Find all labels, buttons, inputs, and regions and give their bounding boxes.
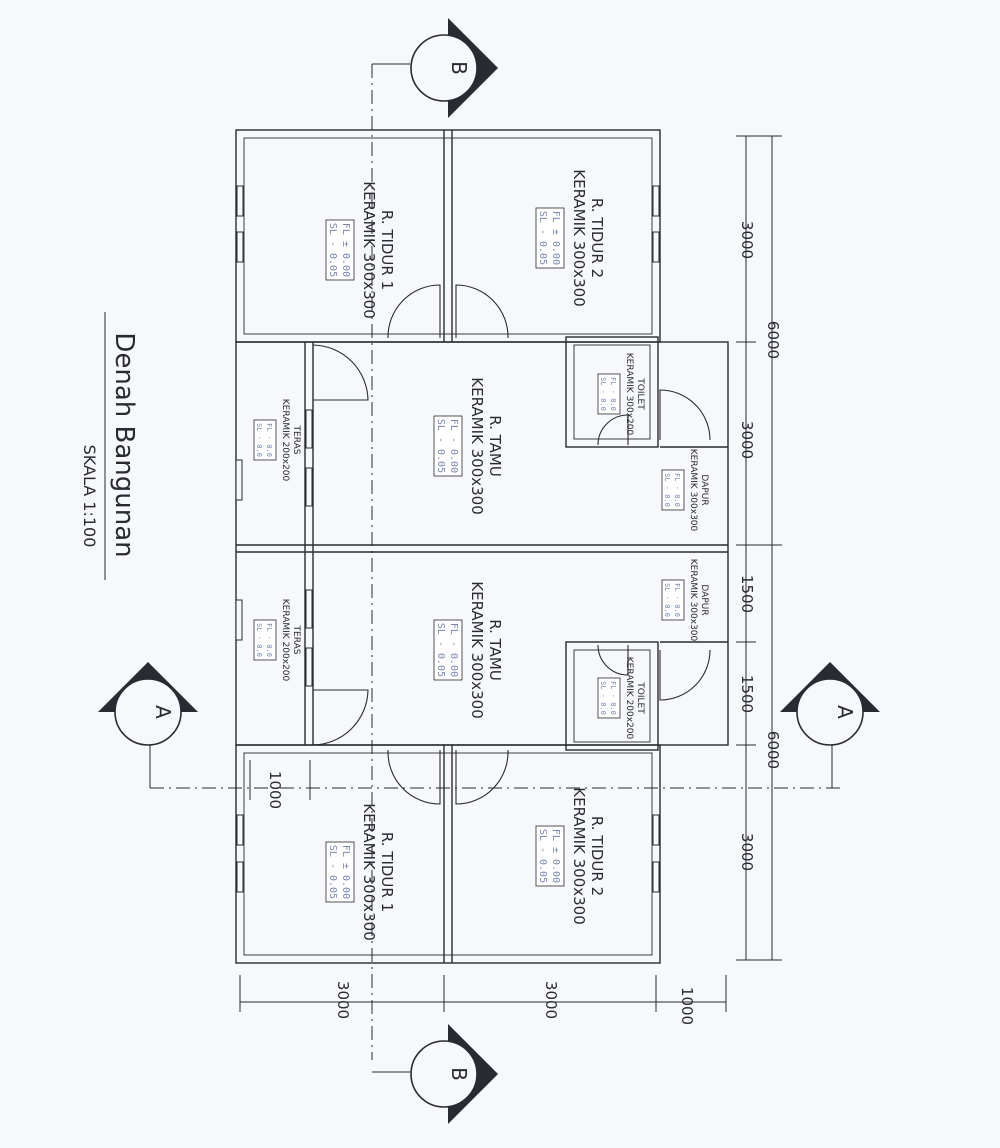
svg-text:SL - 0.05: SL - 0.05 (327, 845, 338, 899)
svg-text:A: A (833, 705, 857, 719)
room-teras-upper: TERAS KERAMIK 200x200 FL - 0.0 SL - 0.0 (253, 399, 301, 482)
room-toilet-lower: TOILET KERAMIK 200x200 FL - 0.0 SL - 0.0 (597, 657, 645, 740)
dim-right-mid-upper: 3000 (738, 421, 756, 459)
dim-bottom-left: 3000 (334, 981, 352, 1019)
section-mark-b-top: B (410, 18, 498, 118)
svg-text:R. TAMU: R. TAMU (486, 619, 504, 681)
svg-text:R. TAMU: R. TAMU (486, 415, 504, 477)
walls (235, 129, 729, 964)
svg-text:TERAS: TERAS (291, 625, 301, 655)
svg-text:TOILET: TOILET (635, 377, 645, 410)
svg-text:B: B (447, 1067, 471, 1081)
svg-text:KERAMIK 200x200: KERAMIK 200x200 (624, 657, 634, 740)
svg-text:SL - 0.05: SL - 0.05 (537, 829, 548, 883)
svg-text:FL ± 0.00: FL ± 0.00 (550, 829, 561, 883)
svg-text:FL - 0.0: FL - 0.0 (673, 583, 681, 617)
svg-text:KERAMIK 300x300: KERAMIK 300x300 (360, 803, 378, 941)
svg-text:KERAMIK 300x300: KERAMIK 300x300 (360, 181, 378, 319)
room-tidur-2-lower: R. TIDUR 2 KERAMIK 300x300 FL ± 0.00 SL … (535, 787, 606, 925)
svg-text:R. TIDUR 1: R. TIDUR 1 (378, 832, 396, 912)
svg-text:KERAMIK 300x300: KERAMIK 300x300 (570, 787, 588, 925)
svg-text:FL - 0.00: FL - 0.00 (448, 419, 459, 473)
room-tamu-upper: R. TAMU KERAMIK 300x300 FL - 0.00 SL - 0… (433, 377, 504, 515)
svg-text:KERAMIK 300x300: KERAMIK 300x300 (688, 449, 698, 532)
dim-right-total-bottom: 6000 (764, 731, 782, 769)
svg-text:TOILET: TOILET (635, 681, 645, 714)
room-tidur-2-upper: R. TIDUR 2 KERAMIK 300x300 FL ± 0.00 SL … (535, 169, 606, 307)
svg-text:SL - 0.05: SL - 0.05 (537, 211, 548, 265)
dimension-lines (239, 135, 782, 1012)
svg-text:SL - 0.05: SL - 0.05 (327, 223, 338, 277)
room-toilet-upper: TOILET KERAMIK 300x200 FL - 0.0 SL - 0.0 (597, 353, 645, 436)
svg-text:FL - 0.00: FL - 0.00 (448, 623, 459, 677)
svg-text:FL - 0.0: FL - 0.0 (609, 377, 617, 411)
doors (312, 284, 711, 805)
svg-text:R. TIDUR 2: R. TIDUR 2 (588, 198, 606, 278)
svg-text:TERAS: TERAS (291, 425, 301, 455)
svg-text:KERAMIK 300x300: KERAMIK 300x300 (468, 581, 486, 719)
drawing-title: Denah Bangunan SKALA 1:100 (80, 312, 139, 580)
svg-text:FL ± 0.00: FL ± 0.00 (340, 845, 351, 899)
scale-text: SKALA 1:100 (80, 445, 99, 548)
section-mark-a-right: A (780, 662, 880, 746)
svg-text:KERAMIK 300x300: KERAMIK 300x300 (688, 559, 698, 642)
svg-text:B: B (447, 61, 471, 75)
svg-text:SL - 0.0: SL - 0.0 (599, 681, 607, 715)
svg-text:A: A (151, 705, 175, 719)
svg-text:SL - 0.05: SL - 0.05 (435, 419, 446, 473)
dim-right-mid-a: 1500 (738, 575, 756, 613)
title-text: Denah Bangunan (109, 332, 139, 557)
svg-text:KERAMIK 200x200: KERAMIK 200x200 (280, 599, 290, 682)
room-teras-lower: TERAS KERAMIK 200x200 FL - 0.0 SL - 0.0 (253, 599, 301, 682)
section-mark-a-left: A (98, 662, 198, 746)
svg-text:FL - 0.0: FL - 0.0 (265, 423, 273, 457)
svg-text:R. TIDUR 1: R. TIDUR 1 (378, 210, 396, 290)
room-labels: R. TIDUR 1 KERAMIK 300x300 FL ± 0.00 SL … (253, 169, 709, 941)
room-dapur-upper: DAPUR KERAMIK 300x300 FL - 0.0 SL - 0.0 (661, 449, 709, 532)
svg-text:FL ± 0.00: FL ± 0.00 (550, 211, 561, 265)
svg-text:SL - 0.0: SL - 0.0 (663, 473, 671, 507)
dim-bottom-mid: 3000 (542, 981, 560, 1019)
svg-text:KERAMIK 300x300: KERAMIK 300x300 (468, 377, 486, 515)
svg-text:SL - 0.05: SL - 0.05 (435, 623, 446, 677)
svg-text:KERAMIK 300x200: KERAMIK 300x200 (624, 353, 634, 436)
svg-text:DAPUR: DAPUR (699, 584, 709, 615)
room-dapur-lower: DAPUR KERAMIK 300x300 FL - 0.0 SL - 0.0 (661, 559, 709, 642)
svg-text:DAPUR: DAPUR (699, 474, 709, 505)
room-tamu-lower: R. TAMU KERAMIK 300x300 FL - 0.00 SL - 0… (433, 581, 504, 719)
svg-text:FL ± 0.00: FL ± 0.00 (340, 223, 351, 277)
windows (235, 185, 660, 893)
svg-text:FL - 0.0: FL - 0.0 (673, 473, 681, 507)
svg-text:KERAMIK 300x300: KERAMIK 300x300 (570, 169, 588, 307)
dim-right-top: 3000 (738, 221, 756, 259)
room-tidur-1-upper: R. TIDUR 1 KERAMIK 300x300 FL ± 0.00 SL … (325, 181, 396, 319)
svg-text:R. TIDUR 2: R. TIDUR 2 (588, 816, 606, 896)
dim-right-total-top: 6000 (764, 321, 782, 359)
dim-bottom-right: 1000 (678, 987, 696, 1025)
svg-text:FL - 0.0: FL - 0.0 (265, 623, 273, 657)
room-tidur-1-lower: R. TIDUR 1 KERAMIK 300x300 FL ± 0.00 SL … (325, 803, 396, 941)
svg-text:SL - 0.0: SL - 0.0 (599, 377, 607, 411)
dim-left-small: 1000 (266, 771, 284, 809)
axis-lines (149, 63, 840, 1073)
dimension-texts: 6000 3000 3000 1500 1500 6000 3000 3000 … (266, 221, 782, 1025)
svg-text:SL - 0.0: SL - 0.0 (255, 423, 263, 457)
svg-text:KERAMIK 200x200: KERAMIK 200x200 (280, 399, 290, 482)
section-mark-b-bottom: B (410, 1024, 498, 1124)
dim-right-bottom: 3000 (738, 833, 756, 871)
dim-right-mid-b: 1500 (738, 675, 756, 713)
svg-text:SL - 0.0: SL - 0.0 (255, 623, 263, 657)
svg-text:SL - 0.0: SL - 0.0 (663, 583, 671, 617)
svg-text:FL - 0.0: FL - 0.0 (609, 681, 617, 715)
